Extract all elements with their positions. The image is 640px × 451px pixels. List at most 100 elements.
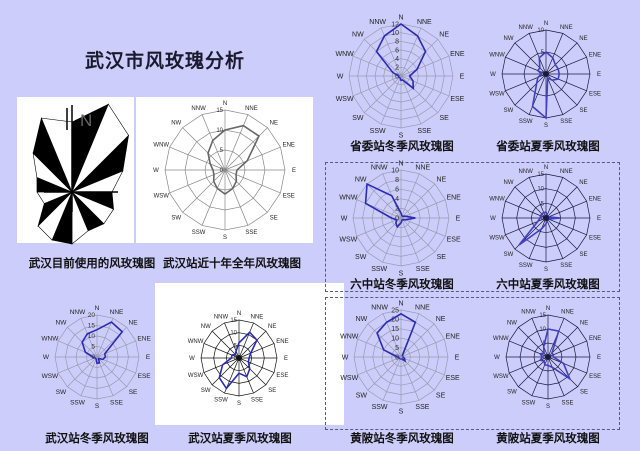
direction-label: E xyxy=(284,356,288,362)
direction-label: SW xyxy=(201,388,211,394)
wind-rose-wuhan-summer: NNNENEENEEESESESSESSSWSWWSWWWNWNWNNW0510… xyxy=(188,311,289,407)
tick-label: 5 xyxy=(541,201,545,207)
grid-spoke xyxy=(545,200,587,219)
direction-label: W xyxy=(337,73,344,80)
caption-liuzhong-winter: 六中站冬季风玫瑰图 xyxy=(350,277,454,291)
center-dot xyxy=(236,355,242,361)
direction-label: NW xyxy=(201,324,211,330)
direction-label: SSW xyxy=(522,400,536,406)
wind-rose-wuhan-winter: NNNENEENEEESESESSESSSWSWWSWWWNWNWNNW0510… xyxy=(41,305,151,410)
direction-label: SSW xyxy=(372,404,388,411)
grid-spoke xyxy=(400,217,436,253)
direction-label: ENE xyxy=(589,336,601,342)
direction-label: SE xyxy=(436,393,446,400)
tick-label: 20 xyxy=(391,317,399,324)
direction-label: W xyxy=(341,215,348,222)
direction-label: NW xyxy=(171,121,181,127)
grid-spoke xyxy=(514,42,547,75)
direction-label: WNW xyxy=(340,334,359,341)
direction-label: ESE xyxy=(589,374,601,380)
grid-spoke xyxy=(400,356,445,376)
tick-label: 15 xyxy=(230,318,237,324)
grid-spoke xyxy=(169,169,226,194)
grid-spoke xyxy=(528,177,547,219)
grid-spoke xyxy=(545,177,564,219)
grid-spoke xyxy=(224,114,249,171)
wind-rose-huangpi-summer: NNNENEENEEESESESSESSSWSWWSWWWNWNWNNW0510… xyxy=(493,306,601,410)
direction-label: ENE xyxy=(589,196,601,202)
grid-spoke xyxy=(238,357,254,394)
direction-label: SE xyxy=(270,215,278,221)
direction-label: NW xyxy=(355,176,367,183)
direction-label: E xyxy=(292,168,296,174)
grid-spoke xyxy=(514,73,547,106)
direction-label: WNW xyxy=(41,335,59,342)
direction-label: WSW xyxy=(339,236,357,243)
caption-wuhan-decade: 武汉站近十年全年风玫瑰图 xyxy=(163,256,301,270)
direction-label: WNW xyxy=(489,196,505,202)
direction-label: ESE xyxy=(450,96,464,103)
caption-huangpi-winter: 黄陂站冬季风玫瑰图 xyxy=(350,431,454,445)
direction-label: ENE xyxy=(446,194,461,201)
direction-label: SSW xyxy=(519,263,533,269)
direction-label: ENE xyxy=(137,335,151,342)
direction-label: W xyxy=(490,72,496,78)
direction-label: SW xyxy=(171,215,181,221)
direction-label: WNW xyxy=(339,194,358,201)
direction-label: SE xyxy=(580,390,588,396)
grid-spoke xyxy=(224,169,281,194)
grid-spoke xyxy=(545,73,587,92)
grid-spoke xyxy=(96,356,127,387)
grid-spoke xyxy=(400,75,450,97)
tick-label: 8 xyxy=(395,177,399,184)
direction-label: SSW xyxy=(214,398,228,404)
grid-spoke xyxy=(96,318,114,358)
grid-spoke xyxy=(80,356,98,396)
grid-spoke xyxy=(400,338,445,358)
tick-label: 0 xyxy=(543,355,547,361)
direction-label: SSE xyxy=(245,230,257,236)
direction-label: ENE xyxy=(283,142,295,148)
direction-label: NW xyxy=(356,316,368,323)
direction-label: N xyxy=(544,165,548,171)
grid-spoke xyxy=(400,75,439,114)
direction-label: N xyxy=(95,305,100,312)
tick-label: 10 xyxy=(391,336,399,343)
grid-spoke xyxy=(400,356,435,391)
wind-frequency-line xyxy=(518,211,561,246)
center-dot xyxy=(399,216,403,220)
direction-label: NE xyxy=(129,320,139,327)
center-dot xyxy=(543,71,549,77)
grid-spoke xyxy=(224,169,268,213)
grid-spoke xyxy=(545,186,578,219)
grid-spoke xyxy=(238,330,267,359)
caption-shengwei-winter: 省委站冬季风玫瑰图 xyxy=(350,139,454,153)
grid-spoke xyxy=(58,340,98,358)
direction-label: SE xyxy=(579,252,587,258)
direction-label: SSW xyxy=(70,399,86,406)
direction-label: WSW xyxy=(336,96,354,103)
grid-spoke xyxy=(367,356,402,391)
tick-label: 5 xyxy=(91,344,95,351)
grid-spoke xyxy=(238,357,267,386)
direction-label: E xyxy=(597,72,601,78)
direction-label: SSE xyxy=(110,399,124,406)
center-dot xyxy=(545,354,551,360)
grid-spoke xyxy=(182,127,226,171)
grid-spoke xyxy=(169,146,226,171)
wind-frequency-line xyxy=(218,331,258,390)
center-dot xyxy=(543,215,549,221)
grid-spoke xyxy=(514,186,547,219)
grid-spoke xyxy=(96,340,136,358)
direction-label: W xyxy=(43,354,50,361)
direction-label: NW xyxy=(56,320,68,327)
grid-spoke xyxy=(400,55,450,77)
grid-spoke xyxy=(545,217,564,259)
wind-rose-liuzhong-summer: NNNENEENEEESESESSESSSWSWWSWWWNWNWNNW0510… xyxy=(489,165,601,273)
wind-frequency-line xyxy=(376,312,417,363)
tick-label: 10 xyxy=(391,167,399,174)
direction-label: SSE xyxy=(560,263,572,269)
direction-label: SSE xyxy=(560,119,572,125)
direction-label: NNE xyxy=(251,314,264,320)
grid-spoke xyxy=(224,146,281,171)
